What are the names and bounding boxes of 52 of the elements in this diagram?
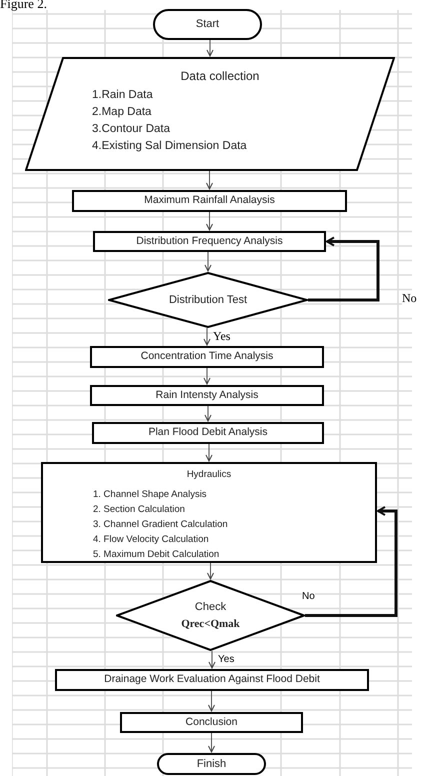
list-item: 2. Section Calculation — [93, 503, 185, 518]
list-item: 3.Contour Data — [92, 122, 170, 137]
list-item: 1.Rain Data — [92, 88, 153, 103]
arrow — [206, 444, 212, 462]
node-label: Qrec<Qmak — [181, 616, 240, 632]
node-label: Check — [194, 600, 226, 615]
process-box — [90, 346, 324, 368]
node-label: Plan Flood Debit Analysis — [148, 425, 268, 440]
node-heading: Data collection — [180, 68, 260, 85]
process-box — [41, 462, 377, 563]
arrow — [208, 650, 216, 668]
arrow — [204, 328, 210, 346]
process-box — [93, 231, 326, 252]
arrow — [204, 406, 212, 422]
process-box — [72, 190, 347, 212]
arrow — [206, 40, 214, 56]
decision-diamond — [108, 272, 308, 328]
arrow — [206, 170, 213, 190]
node-heading: Hydraulics — [186, 468, 232, 482]
list-item: 4.Existing Sal Dimension Data — [92, 139, 247, 154]
process-box — [55, 669, 369, 691]
node-label: Distribution Frequency Analysis — [136, 234, 283, 249]
list-item: 4. Flow Velocity Calculation — [93, 533, 209, 548]
node-label: Finish — [196, 756, 226, 772]
list-item: 1. Channel Shape Analysis — [93, 488, 207, 502]
arrow — [206, 212, 213, 230]
arrow — [207, 562, 214, 580]
arrow — [204, 368, 210, 384]
terminal-pill — [157, 753, 266, 775]
data-parallelogram — [25, 57, 395, 171]
list-item: 3. Channel Gradient Calculation — [93, 518, 228, 532]
node-label: Concentration Time Analysis — [140, 349, 274, 364]
arrow — [308, 236, 380, 302]
node-label: Drainage Work Evaluation Against Flood Debit — [104, 672, 320, 688]
arrow — [208, 690, 215, 712]
edge-label: No — [402, 292, 417, 305]
terminal-pill — [153, 9, 262, 40]
node-label: Distribution Test — [168, 292, 248, 308]
process-box — [90, 385, 324, 406]
arrow — [204, 252, 212, 272]
node-label: Maximum Rainfall Analaysis — [144, 193, 275, 208]
list-item: 2.Map Data — [92, 105, 152, 120]
node-label: Rain Intensty Analysis — [156, 388, 258, 403]
node-label: Start — [196, 17, 220, 32]
arrow — [305, 506, 398, 617]
edge-label: Yes — [213, 330, 230, 343]
process-box — [120, 712, 303, 733]
edge-label: Yes — [218, 653, 234, 666]
node-label: Conclusion — [186, 714, 238, 730]
arrow — [208, 732, 215, 752]
list-item: 5. Maximum Debit Calculation — [93, 548, 220, 562]
process-box — [92, 422, 324, 444]
